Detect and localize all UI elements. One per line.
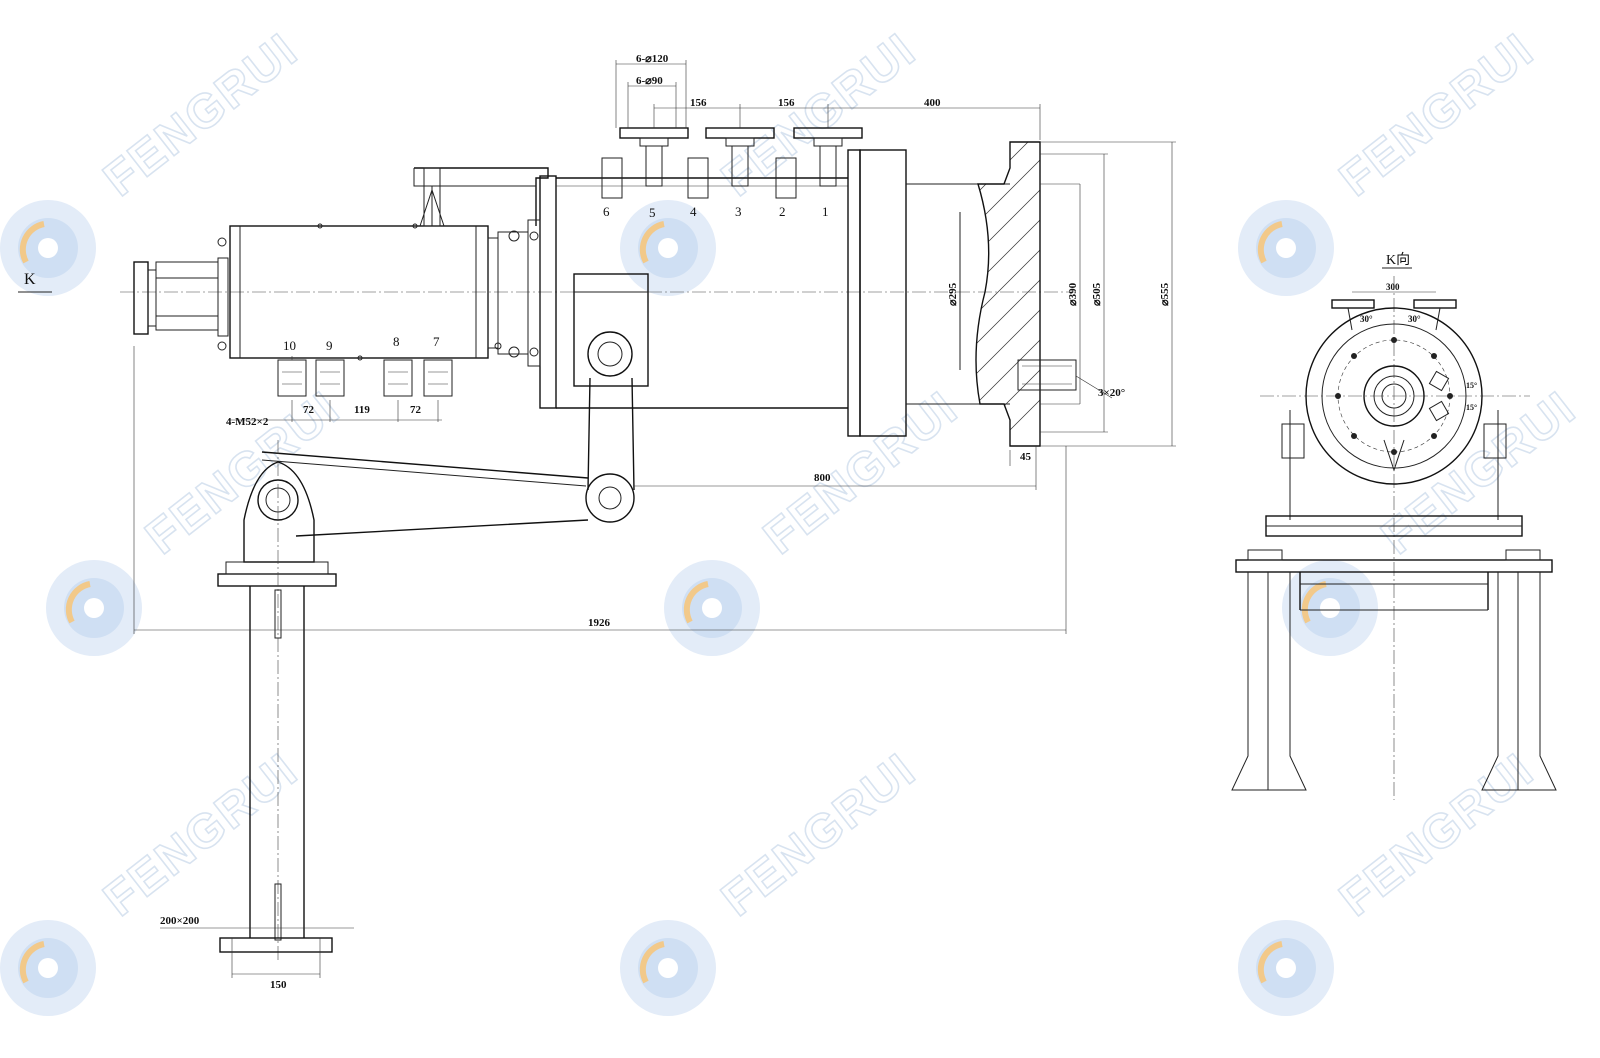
svg-text:⌀390: ⌀390 <box>1067 282 1079 306</box>
watermark-text: FENGRUI <box>754 381 968 564</box>
svg-text:119: 119 <box>354 404 370 416</box>
port-label-6: 6 <box>603 204 610 219</box>
watermark-logo-icon <box>0 920 96 1016</box>
svg-text:15°: 15° <box>1466 403 1477 412</box>
svg-text:1926: 1926 <box>588 617 611 629</box>
port-label-10: 10 <box>283 338 296 353</box>
svg-text:156: 156 <box>778 97 795 109</box>
port-label-7: 7 <box>433 334 440 349</box>
diameter-dimensions: ⌀295 ⌀390 ⌀505 ⌀555 3×20° 45 <box>947 141 1176 466</box>
lower-ports: 10 9 8 7 <box>277 334 453 397</box>
svg-text:6-⌀120: 6-⌀120 <box>636 53 669 65</box>
view-marker-k: K <box>18 271 52 293</box>
support-column: 150 200×200 <box>160 440 354 991</box>
end-hub-section <box>959 141 1080 447</box>
svg-text:300: 300 <box>1386 282 1400 292</box>
watermark-text: FENGRUI <box>712 23 926 206</box>
svg-text:6-⌀90: 6-⌀90 <box>636 75 663 87</box>
watermark-logo-icon <box>1238 200 1334 296</box>
svg-text:30°: 30° <box>1408 314 1421 324</box>
port-label-3: 3 <box>735 204 742 219</box>
watermark-logo-icon <box>1238 920 1334 1016</box>
lower-dimensions: 72 119 72 4-M52×2 <box>226 400 442 428</box>
watermark-text: FENGRUI <box>1372 381 1586 564</box>
svg-text:⌀555: ⌀555 <box>1159 282 1171 306</box>
watermark-logo-icon <box>620 200 716 296</box>
svg-text:15°: 15° <box>1466 381 1477 390</box>
watermark-text: FENGRUI <box>94 23 308 206</box>
watermark-logo-icon <box>46 560 142 656</box>
bolt-circle <box>1335 337 1453 455</box>
svg-text:3×20°: 3×20° <box>1098 387 1125 399</box>
svg-text:156: 156 <box>690 97 707 109</box>
top-dimensions: 6-⌀120 6-⌀90 156 156 400 <box>615 53 1041 140</box>
side-view-title: K向 <box>1386 252 1410 268</box>
watermark-text: FENGRUI <box>136 381 350 564</box>
watermark-text: FENGRUI <box>94 743 308 926</box>
watermark-text: FENGRUI <box>1330 23 1544 206</box>
left-end-flange <box>133 237 229 351</box>
side-view-k: K向 300 30° 30° 15° 15° <box>1231 252 1557 800</box>
svg-text:30°: 30° <box>1360 314 1373 324</box>
port-label-9: 9 <box>326 338 333 353</box>
watermark-text: FENGRUI <box>1330 743 1544 926</box>
support-beam <box>261 451 589 537</box>
svg-text:72: 72 <box>410 404 422 416</box>
port-label-5: 5 <box>649 205 656 220</box>
watermark-logo-icon <box>1282 560 1378 656</box>
watermark-logo-icon <box>0 200 96 296</box>
bearing-housing <box>229 223 529 361</box>
svg-text:72: 72 <box>303 404 315 416</box>
svg-text:45: 45 <box>1020 451 1032 463</box>
overall-dimension: 1926 <box>133 346 1067 634</box>
watermark-layer: FENGRUI FENGRUI FENGRUI FENGRUI FENGRUI … <box>0 23 1587 1016</box>
svg-text:⌀295: ⌀295 <box>947 282 959 306</box>
watermark-text: FENGRUI <box>712 743 926 926</box>
pivot-arm: 800 <box>573 273 1037 523</box>
main-cylinder <box>556 177 848 409</box>
port-label-1: 1 <box>822 204 829 219</box>
svg-text:400: 400 <box>924 97 941 109</box>
mid-flange <box>527 175 557 409</box>
watermark-logo-icon <box>664 560 760 656</box>
port-label-2: 2 <box>779 204 786 219</box>
svg-text:200×200: 200×200 <box>160 915 200 927</box>
svg-text:150: 150 <box>270 979 287 991</box>
port-label-8: 8 <box>393 334 400 349</box>
watermark-logo-icon <box>620 920 716 1016</box>
svg-text:4-M52×2: 4-M52×2 <box>226 416 269 428</box>
lifting-bracket <box>413 167 549 227</box>
svg-text:K: K <box>24 271 36 288</box>
svg-text:⌀505: ⌀505 <box>1091 282 1103 306</box>
svg-text:800: 800 <box>814 472 831 484</box>
port-label-4: 4 <box>690 204 697 219</box>
